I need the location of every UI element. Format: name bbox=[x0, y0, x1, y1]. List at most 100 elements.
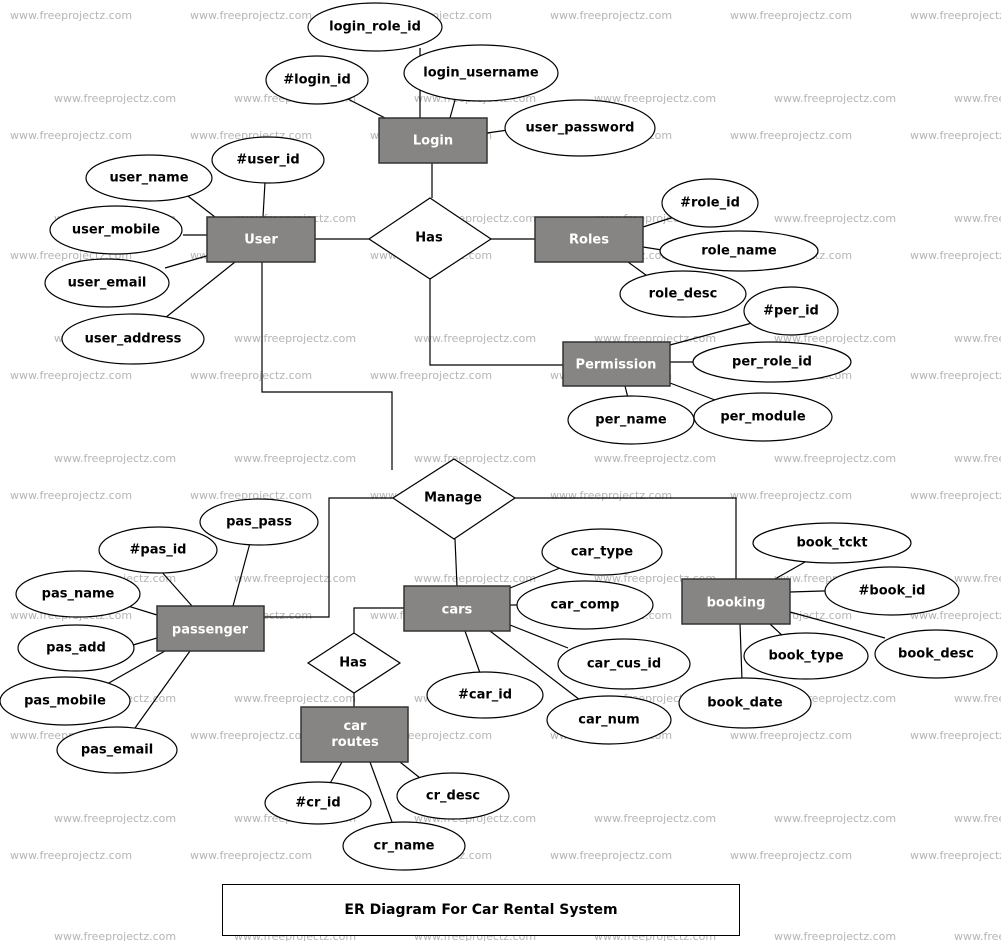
watermark-text: www.freeprojectz.com bbox=[730, 849, 852, 862]
attr-per-role-id: per_role_id bbox=[692, 341, 852, 383]
attr-pas-add: pas_add bbox=[17, 624, 135, 672]
watermark-text: www.freeprojectz.com bbox=[910, 9, 1001, 22]
watermark-text: www.freeprojectz.com bbox=[774, 332, 896, 345]
watermark-text: www.freeprojectz.com bbox=[10, 369, 132, 382]
watermark-text: www.freeprojectz.com bbox=[54, 812, 176, 825]
watermark-text: www.freeprojectz.com bbox=[910, 609, 1001, 622]
attr-label-cr-id: #cr_id bbox=[295, 796, 340, 811]
attr-label-user-id: #user_id bbox=[236, 153, 299, 168]
attr-label-login-role-id: login_role_id bbox=[329, 20, 421, 35]
relationship-manage: Manage bbox=[391, 458, 517, 540]
watermark-text: www.freeprojectz.com bbox=[234, 692, 356, 705]
attr-label-pas-mobile: pas_mobile bbox=[24, 694, 106, 709]
entity-label-booking: booking bbox=[707, 596, 766, 611]
watermark-text: www.freeprojectz.com bbox=[954, 92, 1001, 105]
watermark-text: www.freeprojectz.com bbox=[234, 572, 356, 585]
watermark-text: www.freeprojectz.com bbox=[954, 692, 1001, 705]
attr-label-car-cus-id: car_cus_id bbox=[587, 657, 661, 672]
attr-label-per-role-id: per_role_id bbox=[732, 355, 812, 370]
entity-label-login: Login bbox=[413, 134, 453, 149]
attr-label-user-mobile: user_mobile bbox=[72, 223, 160, 238]
attr-label-book-id: #book_id bbox=[859, 584, 926, 599]
entity-login: Login bbox=[378, 117, 488, 164]
attr-label-car-id: #car_id bbox=[458, 688, 512, 703]
watermark-text: www.freeprojectz.com bbox=[910, 369, 1001, 382]
watermark-text: www.freeprojectz.com bbox=[730, 129, 852, 142]
attr-label-user-address: user_address bbox=[85, 332, 182, 347]
watermark-text: www.freeprojectz.com bbox=[910, 249, 1001, 262]
watermark-text: www.freeprojectz.com bbox=[774, 812, 896, 825]
watermark-text: www.freeprojectz.com bbox=[774, 212, 896, 225]
watermark-text: www.freeprojectz.com bbox=[730, 729, 852, 742]
watermark-text: www.freeprojectz.com bbox=[550, 849, 672, 862]
attr-login-username: login_username bbox=[403, 44, 559, 102]
attr-role-name: role_name bbox=[659, 230, 819, 272]
attr-cr-id: #cr_id bbox=[264, 781, 372, 825]
attr-car-id: #car_id bbox=[426, 671, 544, 719]
diagram-caption: ER Diagram For Car Rental System bbox=[222, 884, 740, 936]
entity-label-user: User bbox=[244, 233, 278, 248]
attr-pas-mobile: pas_mobile bbox=[0, 676, 131, 726]
attr-label-book-type: book_type bbox=[768, 649, 843, 664]
attr-per-name: per_name bbox=[567, 395, 695, 445]
watermark-text: www.freeprojectz.com bbox=[234, 452, 356, 465]
attr-label-car-comp: car_comp bbox=[551, 598, 620, 613]
watermark-text: www.freeprojectz.com bbox=[730, 489, 852, 502]
attr-user-name: user_name bbox=[85, 154, 213, 202]
watermark-text: www.freeprojectz.com bbox=[910, 489, 1001, 502]
watermark-text: www.freeprojectz.com bbox=[954, 572, 1001, 585]
attr-label-user-email: user_email bbox=[68, 276, 147, 291]
attr-role-id: #role_id bbox=[661, 178, 759, 228]
attr-book-tckt: book_tckt bbox=[752, 522, 912, 564]
watermark-text: www.freeprojectz.com bbox=[234, 332, 356, 345]
watermark-text: www.freeprojectz.com bbox=[594, 812, 716, 825]
entity-label-line: routes bbox=[331, 735, 379, 750]
watermark-text: www.freeprojectz.com bbox=[910, 129, 1001, 142]
watermark-text: www.freeprojectz.com bbox=[774, 452, 896, 465]
attr-book-type: book_type bbox=[743, 632, 869, 680]
watermark-text: www.freeprojectz.com bbox=[954, 212, 1001, 225]
attr-label-pas-name: pas_name bbox=[42, 587, 115, 602]
attr-label-pas-add: pas_add bbox=[46, 641, 106, 656]
entity-label-permission: Permission bbox=[576, 358, 657, 373]
entity-passenger: passenger bbox=[156, 605, 265, 652]
watermark-text: www.freeprojectz.com bbox=[10, 489, 132, 502]
attr-user-mobile: user_mobile bbox=[49, 205, 183, 255]
attr-label-pas-pass: pas_pass bbox=[226, 515, 292, 530]
watermark-text: www.freeprojectz.com bbox=[54, 452, 176, 465]
watermark-text: www.freeprojectz.com bbox=[54, 92, 176, 105]
attr-role-desc: role_desc bbox=[619, 270, 747, 318]
entity-label-cars: cars bbox=[442, 603, 473, 618]
entity-label-roles: Roles bbox=[569, 233, 609, 248]
attr-user-address: user_address bbox=[61, 313, 205, 365]
attr-label-cr-name: cr_name bbox=[373, 839, 434, 854]
watermark-text: www.freeprojectz.com bbox=[190, 369, 312, 382]
entity-roles: Roles bbox=[534, 216, 644, 263]
watermark-text: www.freeprojectz.com bbox=[594, 92, 716, 105]
entity-label-line: car bbox=[344, 719, 367, 734]
attr-book-date: book_date bbox=[678, 677, 812, 729]
attr-cr-desc: cr_desc bbox=[396, 772, 510, 820]
watermark-text: www.freeprojectz.com bbox=[10, 129, 132, 142]
watermark-text: www.freeprojectz.com bbox=[370, 369, 492, 382]
watermark-text: www.freeprojectz.com bbox=[954, 332, 1001, 345]
attr-label-pas-email: pas_email bbox=[81, 743, 153, 758]
watermark-text: www.freeprojectz.com bbox=[414, 452, 536, 465]
relationship-has-routes: Has bbox=[306, 632, 402, 694]
watermark-text: www.freeprojectz.com bbox=[910, 729, 1001, 742]
attr-car-cus-id: car_cus_id bbox=[557, 638, 691, 690]
watermark-text: www.freeprojectz.com bbox=[910, 849, 1001, 862]
attr-label-login-username: login_username bbox=[423, 66, 539, 81]
watermark-text: www.freeprojectz.com bbox=[954, 452, 1001, 465]
watermark-text: www.freeprojectz.com bbox=[774, 92, 896, 105]
watermark-text: www.freeprojectz.com bbox=[594, 452, 716, 465]
entity-booking: booking bbox=[681, 578, 791, 625]
attr-label-user-name: user_name bbox=[109, 171, 188, 186]
attr-label-cr-desc: cr_desc bbox=[426, 789, 480, 804]
watermark-text: www.freeprojectz.com bbox=[190, 489, 312, 502]
relationship-has-top: Has bbox=[367, 197, 493, 280]
relationship-label-has-routes: Has bbox=[339, 656, 367, 671]
